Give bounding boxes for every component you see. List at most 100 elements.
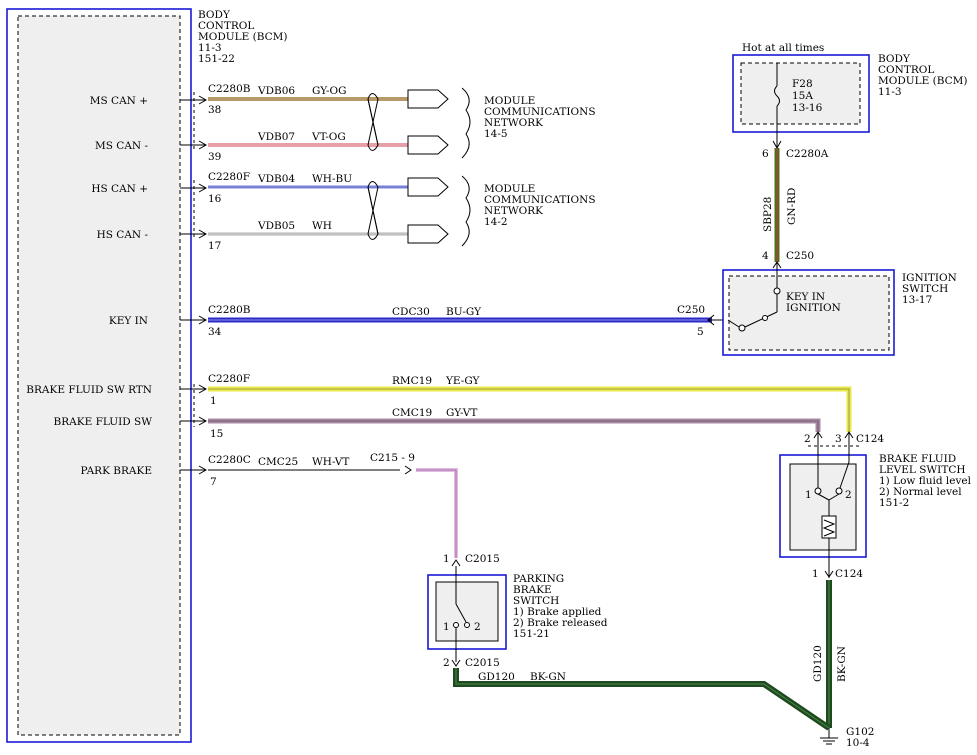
ms-connectors xyxy=(407,89,449,155)
pbs-inner-pin-2: 2 xyxy=(474,621,481,633)
brake-fluid-switch-title: BRAKE FLUID LEVEL SWITCH 1) Low fluid le… xyxy=(879,453,972,509)
pin-label-hs-can-plus: HS CAN + xyxy=(91,183,148,195)
far-pin-cdc30: 5 xyxy=(697,326,704,338)
svg-text:LEVEL SWITCH: LEVEL SWITCH xyxy=(879,464,966,476)
svg-text:151-21: 151-21 xyxy=(513,628,550,640)
bfs-bottom-pin: 1 xyxy=(812,568,819,580)
circuit-rmc19: RMC19 xyxy=(392,375,432,387)
pin-label-ms-can-plus: MS CAN + xyxy=(90,95,148,107)
svg-text:11-3: 11-3 xyxy=(198,42,222,54)
bfs-top-pin-right: 3 xyxy=(835,433,842,445)
svg-text:PARKING: PARKING xyxy=(513,573,564,585)
gd120-b-circuit: GD120 xyxy=(812,645,824,682)
ignition-switch-symbol xyxy=(727,262,781,332)
color-cmc19: GY-VT xyxy=(446,407,477,419)
pin-label-hs-can-minus: HS CAN - xyxy=(97,229,149,241)
pin-rmc19: 1 xyxy=(210,395,217,407)
gd120-b-color: BK-GN xyxy=(836,646,848,682)
bcm-right-inner xyxy=(740,62,861,125)
color-vdb06: GY-OG xyxy=(312,85,347,97)
conn-vdb04: C2280F xyxy=(208,171,250,183)
wire-rmc19 xyxy=(208,386,852,432)
svg-text:NETWORK: NETWORK xyxy=(484,205,543,217)
ignition-inner-2: IGNITION xyxy=(786,302,841,314)
color-cmc25: WH-VT xyxy=(312,456,349,468)
svg-text:COMMUNICATIONS: COMMUNICATIONS xyxy=(484,106,596,118)
circuit-vdb04: VDB04 xyxy=(257,173,295,185)
ignition-inner-1: KEY IN xyxy=(786,291,825,303)
twisted-pair-ms xyxy=(367,93,379,151)
sbp28-top-pin: 6 xyxy=(762,148,769,160)
svg-text:CONTROL: CONTROL xyxy=(198,20,254,32)
bcm-right-title: BODY CONTROL MODULE (BCM) 11-3 xyxy=(878,53,968,98)
pin-vdb04: 16 xyxy=(208,193,222,205)
svg-text:MODULE: MODULE xyxy=(484,95,535,107)
wire-cmc19 xyxy=(208,418,821,432)
ground-label: G102 10-4 xyxy=(846,726,874,749)
hot-label: Hot at all times xyxy=(742,42,824,54)
twisted-pair-hs xyxy=(367,181,379,240)
network-brace-2 xyxy=(461,175,471,247)
svg-text:IGNITION: IGNITION xyxy=(902,272,957,284)
color-cdc30: BU-GY xyxy=(446,306,482,318)
conn-cmc25: C2280C xyxy=(208,454,251,466)
color-vdb05: WH xyxy=(312,220,332,232)
svg-text:151-2: 151-2 xyxy=(879,497,909,509)
circuit-vdb07: VDB07 xyxy=(257,131,295,143)
pin-vdb07: 39 xyxy=(208,151,221,163)
conn-rmc19: C2280F xyxy=(208,373,250,385)
gd120-a-color: BK-GN xyxy=(530,671,566,683)
bfs-bottom-conn: C124 xyxy=(835,568,863,580)
fuse-ref: 13-16 xyxy=(792,102,823,114)
pbs-inner-pin-1: 1 xyxy=(443,621,450,633)
far-conn-cdc30: C250 xyxy=(677,304,705,316)
network-1-label: MODULE COMMUNICATIONS NETWORK 14-5 xyxy=(484,95,596,140)
svg-text:MODULE (BCM): MODULE (BCM) xyxy=(878,75,968,87)
network-brace-1 xyxy=(461,87,471,159)
svg-text:14-2: 14-2 xyxy=(484,216,508,228)
sbp28-bottom-pin: 4 xyxy=(762,250,769,262)
svg-text:SWITCH: SWITCH xyxy=(902,283,948,295)
sbp28-bottom-conn: C250 xyxy=(786,250,814,262)
pin-label-key-in: KEY IN xyxy=(109,315,148,327)
fuse-rating: 15A xyxy=(792,90,813,102)
pbs-top-pin: 1 xyxy=(443,553,450,565)
svg-text:BODY: BODY xyxy=(878,53,911,65)
inline-cmc25: C215 - 9 xyxy=(370,452,415,464)
svg-text:10-4: 10-4 xyxy=(846,737,870,749)
sbp28-circuit: SBP28 xyxy=(762,197,774,232)
pin-vdb05: 17 xyxy=(208,240,221,252)
svg-text:COMMUNICATIONS: COMMUNICATIONS xyxy=(484,194,596,206)
brake-fluid-switch-symbol xyxy=(814,446,850,578)
parking-brake-switch-title: PARKING BRAKE SWITCH 1) Brake applied 2)… xyxy=(513,573,608,640)
bcm-left-inner xyxy=(17,15,181,736)
color-rmc19: YE-GY xyxy=(445,375,481,387)
pin-cmc25: 7 xyxy=(210,476,217,488)
pin-cmc19: 15 xyxy=(210,428,223,440)
bfs-inner-pin-1: 1 xyxy=(805,489,812,501)
color-vdb07: VT-OG xyxy=(311,131,346,143)
svg-text:151-22: 151-22 xyxy=(198,53,235,65)
sbp28-top-conn: C2280A xyxy=(786,148,829,160)
svg-text:BRAKE: BRAKE xyxy=(513,584,552,596)
circuit-vdb05: VDB05 xyxy=(257,220,295,232)
pbs-top-conn: C2015 xyxy=(465,553,500,565)
pin-label-brake-fluid-sw: BRAKE FLUID SW xyxy=(54,416,153,428)
circuit-vdb06: VDB06 xyxy=(257,85,295,97)
svg-text:MODULE: MODULE xyxy=(484,183,535,195)
svg-text:CONTROL: CONTROL xyxy=(878,64,934,76)
svg-text:14-5: 14-5 xyxy=(484,128,508,140)
pin-label-park-brake: PARK BRAKE xyxy=(81,465,153,477)
ground-symbol-icon xyxy=(820,728,838,745)
svg-text:BRAKE FLUID: BRAKE FLUID xyxy=(879,453,956,465)
pin-label-brake-fluid-sw-rtn: BRAKE FLUID SW RTN xyxy=(26,384,152,396)
gd120-a-circuit: GD120 xyxy=(478,671,515,683)
svg-text:11-3: 11-3 xyxy=(878,86,902,98)
pbs-bottom-conn: C2015 xyxy=(465,657,500,669)
fuse-name: F28 xyxy=(792,78,813,90)
svg-text:BODY: BODY xyxy=(198,9,231,21)
circuit-cdc30: CDC30 xyxy=(392,306,430,318)
circuit-cmc19: CMC19 xyxy=(392,407,432,419)
ignition-switch-title: IGNITION SWITCH 13-17 xyxy=(902,272,957,306)
ignition-switch-inner xyxy=(728,275,890,351)
